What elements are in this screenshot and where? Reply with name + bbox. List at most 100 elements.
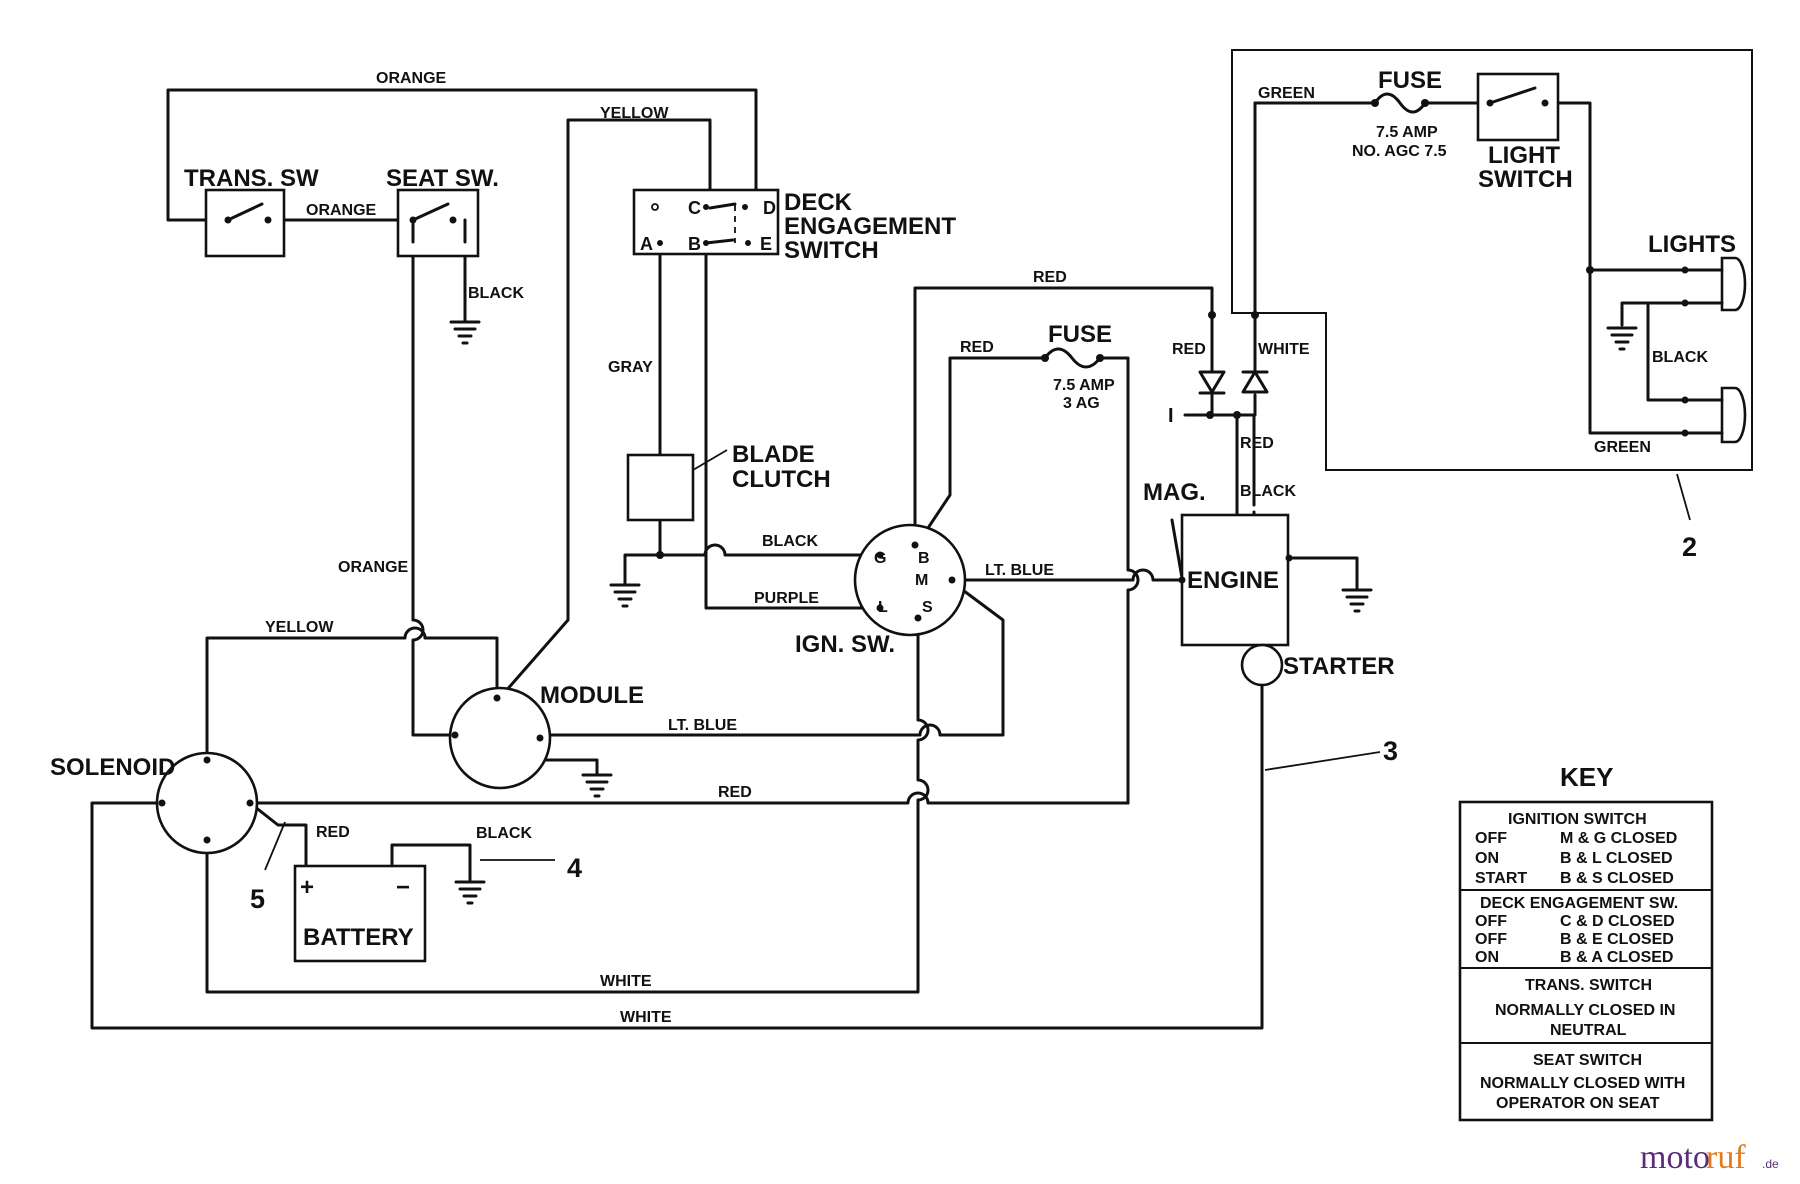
wires	[90, 88, 1687, 1030]
wire-label-purple: PURPLE	[754, 590, 819, 607]
key-ignition-row3-state: B & S CLOSED	[1560, 870, 1674, 887]
key-deck-header: DECK ENGAGEMENT SW.	[1480, 895, 1678, 912]
key-deck-row2-pos: OFF	[1475, 931, 1507, 948]
deck-terminal-e: E	[760, 234, 772, 254]
deck-terminal-d: D	[763, 198, 776, 218]
ign-terminal-g: G	[874, 550, 886, 567]
wire-orange-top	[166, 88, 758, 222]
engine	[1178, 513, 1293, 647]
wire-label-red-fuse: RED	[960, 339, 994, 356]
callouts: 2 3 4 5	[250, 532, 1697, 914]
wire-label-yellow-left: YELLOW	[265, 619, 334, 636]
wire-engine-ground	[1287, 556, 1359, 592]
fuse-main	[1041, 347, 1104, 369]
wire-yellow-top	[496, 118, 712, 702]
wire-red-solenoid	[248, 791, 1130, 805]
key-ignition-row2-pos: ON	[1475, 850, 1499, 867]
trans-switch	[204, 188, 286, 258]
wire-red-battery	[248, 801, 308, 868]
deck-label-1: DECK	[784, 189, 853, 216]
wire-black-battery	[390, 843, 472, 884]
fuse-main-rating-2: 3 AG	[1063, 395, 1100, 412]
wire-label-red-battery: RED	[316, 824, 350, 841]
blade-clutch	[626, 449, 728, 522]
battery-plus: +	[300, 874, 314, 901]
ign-terminal-b: B	[918, 550, 930, 567]
wire-label-orange-mid: ORANGE	[306, 202, 377, 219]
watermark: moto ruf .de	[1640, 1139, 1779, 1176]
wire-label-red-solenoid: RED	[718, 784, 752, 801]
light-switch	[1476, 72, 1560, 142]
deck-terminal-b: B	[688, 234, 701, 254]
key-legend: KEY IGNITION SWITCH OFF M & G CLOSED ON …	[1458, 762, 1714, 1122]
key-seat-line2: OPERATOR ON SEAT	[1496, 1095, 1660, 1112]
callout-2: 2	[1682, 532, 1697, 562]
callout-4: 4	[567, 853, 582, 883]
deck-engagement-switch	[632, 188, 780, 256]
ign-terminal-m: M	[915, 572, 928, 589]
ground-symbol-battery	[454, 880, 486, 905]
watermark-part2: ruf	[1706, 1139, 1746, 1176]
wire-label-orange-top: ORANGE	[376, 70, 447, 87]
blade-clutch-label-2: CLUTCH	[732, 466, 831, 493]
key-trans-header: TRANS. SWITCH	[1525, 977, 1652, 994]
key-seat-header: SEAT SWITCH	[1533, 1052, 1642, 1069]
wire-label-red-top: RED	[1033, 269, 1067, 286]
component-labels: TRANS. SW SEAT SW. DECK ENGAGEMENT SWITC…	[50, 67, 1736, 951]
key-ignition-row1-pos: OFF	[1475, 830, 1507, 847]
wire-white-outer	[90, 684, 1264, 1030]
ign-terminal-s: S	[922, 599, 933, 616]
ground-symbols	[449, 320, 1638, 905]
ground-symbol-module	[581, 773, 613, 798]
deck-label-2: ENGAGEMENT	[784, 213, 956, 240]
blade-clutch-label-1: BLADE	[732, 441, 815, 468]
wire-mag-lead	[1170, 518, 1184, 580]
key-deck-row2-state: B & E CLOSED	[1560, 931, 1674, 948]
ign-terminal-l: L	[878, 599, 888, 616]
trans-sw-label: TRANS. SW	[184, 165, 319, 192]
light-kit-outline	[1231, 49, 1753, 471]
battery	[293, 864, 427, 963]
wire-diode-red	[1210, 393, 1256, 417]
key-ignition-header: IGNITION SWITCH	[1508, 811, 1647, 828]
diode-white	[1241, 358, 1269, 394]
wire-yellow-left	[205, 626, 499, 757]
starter	[1240, 643, 1284, 687]
wire-lights	[1588, 268, 1687, 435]
wire-clutch-ground	[623, 516, 882, 587]
wire-purple	[704, 250, 882, 610]
key-deck-row1-state: C & D CLOSED	[1560, 913, 1675, 930]
wire-white-inner	[205, 616, 930, 994]
wire-label-black-seat: BLACK	[468, 285, 524, 302]
callout-leaders	[264, 473, 1691, 871]
watermark-suffix: .de	[1762, 1157, 1779, 1171]
wire-lt-blue-ign	[950, 568, 1184, 582]
wire-label-white-outer: WHITE	[620, 1009, 672, 1026]
wire-labels: ORANGE ORANGE ORANGE YELLOW YELLOW BLACK…	[265, 70, 1708, 1026]
key-title: KEY	[1560, 762, 1613, 792]
wire-label-green-bottom: GREEN	[1594, 439, 1651, 456]
wire-orange-left	[411, 240, 457, 737]
splice-dots	[656, 266, 1594, 559]
light-switch-label-2: SWITCH	[1478, 166, 1573, 193]
light-switch-label-1: LIGHT	[1488, 142, 1560, 169]
key-ignition-row3-pos: START	[1475, 870, 1527, 887]
mag-label: MAG.	[1143, 479, 1206, 506]
key-ignition-row1-state: M & G CLOSED	[1560, 830, 1677, 847]
wire-label-gray: GRAY	[608, 359, 653, 376]
ground-symbol-seat	[449, 320, 481, 345]
key-deck-row1-pos: OFF	[1475, 913, 1507, 930]
ignition-switch	[853, 523, 967, 637]
wire-label-yellow-top: YELLOW	[600, 105, 669, 122]
wire-label-black-ign: BLACK	[762, 533, 818, 550]
wire-label-white-inner: WHITE	[600, 973, 652, 990]
callout-5: 5	[250, 884, 265, 914]
ign-sw-label: IGN. SW.	[795, 631, 895, 658]
wire-label-lt-blue-module: LT. BLUE	[668, 717, 737, 734]
wire-green-top	[1253, 101, 1687, 272]
key-deck-row3-pos: ON	[1475, 949, 1499, 966]
light-lower	[1681, 386, 1747, 444]
lights-label: LIGHTS	[1648, 231, 1736, 258]
